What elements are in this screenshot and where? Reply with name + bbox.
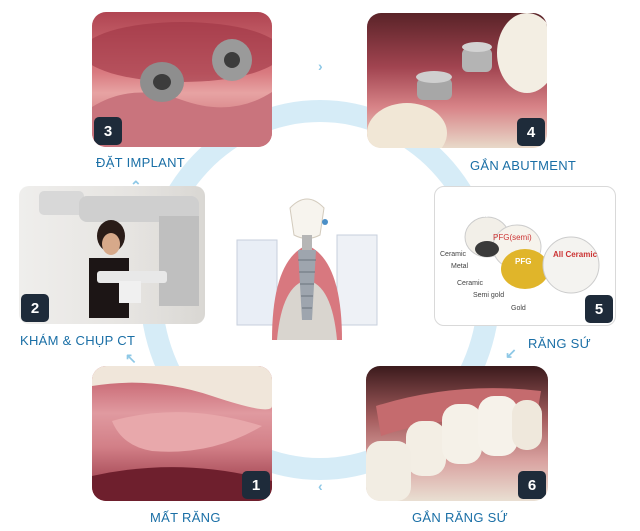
step-number-badge: 2 — [21, 294, 49, 322]
material-label: Semi gold — [473, 292, 505, 299]
step-label: GẮN RĂNG SỨ — [412, 510, 509, 525]
step-5-photo: PFM PFG(semi) PFG All Ceramic Ceramic Me… — [434, 186, 616, 326]
step-label: ĐẶT IMPLANT — [96, 155, 186, 170]
step-1-photo: 1 — [92, 366, 272, 501]
step-label: GẮN ABUTMENT — [470, 158, 577, 173]
step-6-photo: 6 — [366, 366, 548, 501]
step-4-photo: 4 — [367, 13, 547, 148]
ct-scan-photo-image — [39, 191, 199, 318]
implant-illustration — [232, 190, 382, 340]
step-number-badge: 3 — [94, 117, 122, 145]
step-2-photo: 2 — [19, 186, 205, 324]
implant-photo-image — [92, 22, 272, 147]
crown-type-label: All Ceramic — [553, 250, 598, 259]
step-label: MẤT RĂNG — [150, 510, 221, 525]
step-label: RĂNG SỨ — [528, 336, 592, 351]
implant-diagram-image — [236, 198, 378, 340]
material-label: Metal — [451, 263, 469, 270]
crown-type-label: PFM — [469, 209, 488, 219]
step-number-badge: 1 — [242, 471, 270, 499]
crown-types-image — [464, 216, 600, 294]
cycle-arrow-icon: ↖ — [125, 350, 137, 366]
material-label: Gold — [511, 305, 526, 312]
cycle-arrow-icon: ↙ — [505, 345, 517, 361]
step-number-badge: 4 — [517, 118, 545, 146]
crown-type-label: PFG(semi) — [493, 233, 532, 242]
cycle-arrow-icon: › — [318, 58, 323, 74]
step-label: KHÁM & CHỤP CT — [20, 333, 136, 348]
missing-tooth-photo-image — [92, 366, 272, 501]
material-label: Ceramic — [457, 280, 484, 287]
crown-type-label: PFG — [515, 257, 532, 266]
step-number-badge: 5 — [585, 295, 613, 323]
step-number-badge: 6 — [518, 471, 546, 499]
material-label: Ceramic — [440, 251, 467, 258]
fitted-crowns-photo-image — [366, 388, 542, 501]
step-3-photo: 3 — [92, 12, 272, 147]
cycle-arrow-icon: ‹ — [318, 478, 323, 494]
abutment-photo-image — [367, 13, 547, 148]
